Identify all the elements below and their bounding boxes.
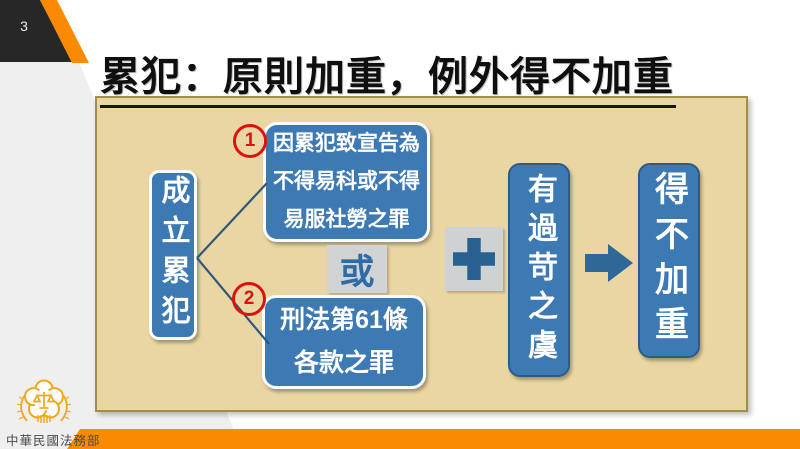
start-box: 成立累犯 — [149, 170, 197, 340]
circled-number-2: 2 — [232, 282, 266, 316]
circled-number-1-label: 1 — [244, 130, 256, 151]
branch-2-line-1: 刑法第61條 — [280, 306, 408, 334]
result-box: 得不加重 — [638, 163, 700, 358]
plus-icon — [453, 238, 495, 280]
or-label: 或 — [339, 252, 375, 292]
ministry-of-justice-emblem-icon — [16, 379, 72, 423]
or-box: 或 — [327, 245, 387, 293]
branch-1-line-1: 因累犯致宣告為 — [273, 132, 420, 155]
branch-1-line-3: 易服社勞之罪 — [283, 208, 410, 231]
result-label: 得不加重 — [649, 170, 688, 351]
footer-organization-label: 中華民國法務部 — [6, 434, 101, 448]
slide-title: 累犯：原則加重，例外得不加重 — [100, 51, 676, 108]
branch-1-line-2: 不得易科或不得 — [273, 170, 420, 193]
branch-2-line-2: 各款之罪 — [293, 349, 394, 377]
branch-2-box: 刑法第61條 各款之罪 — [262, 295, 426, 389]
slide-number: 3 — [20, 18, 28, 34]
plus-box — [445, 227, 503, 291]
circled-number-1: 1 — [233, 124, 267, 158]
arrow-right-icon — [585, 244, 633, 282]
start-box-label: 成立累犯 — [157, 175, 189, 335]
content-panel: 成立累犯 1 因累犯致宣告為 不得易科或不得 易服社勞之罪 或 2 刑法第61條… — [95, 96, 748, 412]
condition-label: 有過苛之虞 — [523, 172, 556, 368]
bottom-accent-bar — [67, 429, 800, 449]
circled-number-2-label: 2 — [243, 288, 255, 309]
branch-1-box: 因累犯致宣告為 不得易科或不得 易服社勞之罪 — [263, 122, 430, 242]
condition-box: 有過苛之虞 — [508, 163, 570, 377]
